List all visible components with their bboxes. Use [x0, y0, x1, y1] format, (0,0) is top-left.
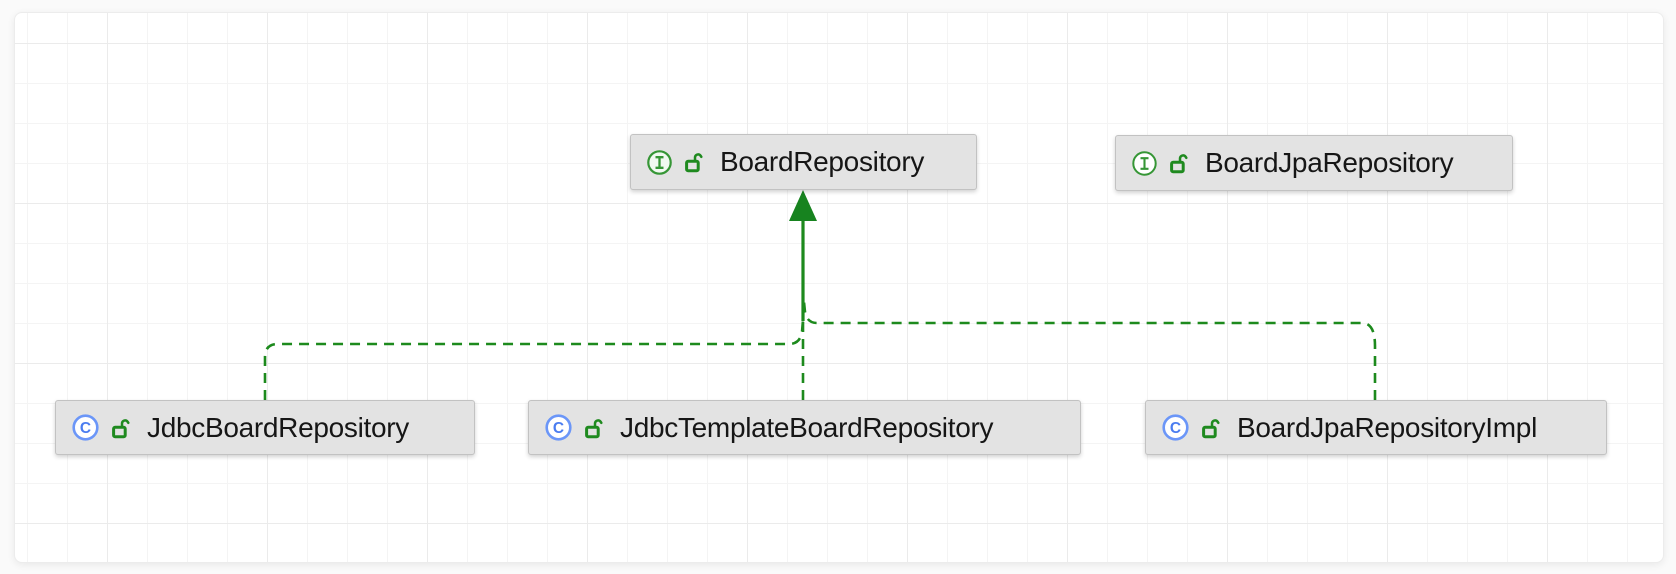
unlocked-icon	[1169, 152, 1189, 174]
svg-text:C: C	[553, 420, 564, 437]
class-icon: C	[1161, 413, 1190, 442]
unlocked-icon	[111, 417, 131, 439]
node-board-jpa-repository-impl[interactable]: C BoardJpaRepositoryImpl	[1145, 400, 1607, 455]
node-board-repository[interactable]: BoardRepository	[630, 134, 977, 190]
unlocked-icon	[584, 417, 604, 439]
node-jdbc-template-board-repository[interactable]: C JdbcTemplateBoardRepository	[528, 400, 1081, 455]
node-label: BoardJpaRepositoryImpl	[1237, 411, 1537, 443]
unlocked-icon	[1201, 417, 1221, 439]
node-label: BoardRepository	[720, 146, 925, 177]
svg-text:C: C	[1170, 420, 1181, 437]
interface-icon	[646, 149, 673, 176]
unlocked-icon	[684, 151, 704, 173]
class-icon: C	[544, 413, 573, 442]
class-icon: C	[71, 413, 100, 442]
node-board-jpa-repository[interactable]: BoardJpaRepository	[1115, 135, 1513, 191]
svg-text:C: C	[80, 420, 91, 437]
diagram-canvas[interactable]	[14, 12, 1664, 563]
interface-icon	[1131, 150, 1158, 177]
node-jdbc-board-repository[interactable]: C JdbcBoardRepository	[55, 400, 475, 455]
node-label: JdbcBoardRepository	[147, 411, 409, 443]
node-label: BoardJpaRepository	[1205, 147, 1454, 178]
node-label: JdbcTemplateBoardRepository	[620, 411, 994, 443]
